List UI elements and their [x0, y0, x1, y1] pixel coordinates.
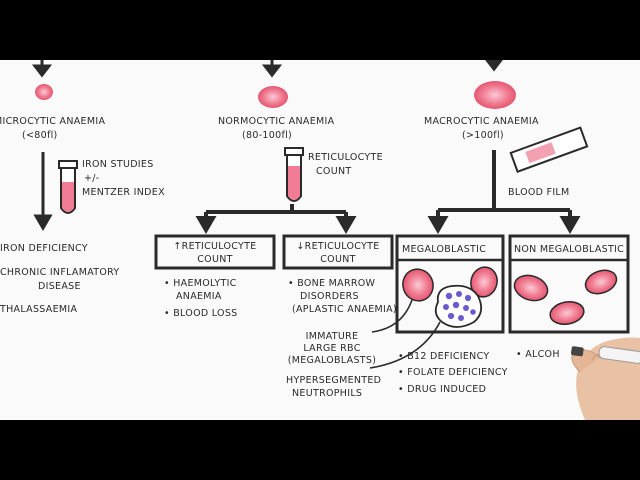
test-tube-micro — [58, 160, 78, 214]
macrocyte-cell-1 — [513, 274, 549, 302]
micro-cause-3: THALASSAEMIA — [0, 304, 78, 315]
rbc-large — [474, 81, 516, 109]
box-low-reticulocyte — [282, 234, 394, 270]
low-cause-1: • BONE MARROW — [288, 278, 376, 289]
letterbox-top — [0, 0, 640, 60]
annotation-megaloblast-2: LARGE RBC — [303, 343, 361, 354]
normo-title: NORMOCYTIC ANAEMIA — [218, 116, 335, 127]
arrow-down-macro — [485, 60, 503, 72]
high-cause-2: • BLOOD LOSS — [164, 308, 238, 319]
hypersegmented-neutrophil — [434, 284, 483, 328]
box-high-reticulocyte — [154, 234, 276, 270]
micro-title: MICROCYTIC ANAEMIA — [0, 116, 106, 127]
box-high-label-2: COUNT — [197, 254, 233, 265]
macrocyte-cell-2 — [584, 269, 618, 295]
low-cause-1c: (APLASTIC ANAEMIA) — [292, 304, 397, 315]
macro-test: BLOOD FILM — [508, 187, 570, 198]
rbc-normal — [258, 86, 288, 108]
macro-size: (>100fl) — [462, 130, 504, 141]
normo-size: (80-100fl) — [242, 130, 293, 141]
annotation-megaloblast-1: IMMATURE — [305, 331, 359, 342]
whiteboard: MICROCYTIC ANAEMIA (<80fl) IRON STUDIES … — [0, 60, 640, 420]
presenter-hand — [571, 337, 640, 420]
micro-test-1: IRON STUDIES — [82, 159, 154, 170]
arrow-down-micro — [31, 60, 53, 78]
box-megaloblastic — [395, 234, 505, 334]
nonmega-cause-1: • ALCOH — [516, 349, 560, 360]
high-cause-1b: ANAEMIA — [176, 291, 222, 302]
micro-cause-2b: DISEASE — [38, 281, 81, 292]
box-non-megaloblastic-label: NON MEGALOBLASTIC — [514, 244, 625, 255]
macro-title: MACROCYTIC ANAEMIA — [424, 116, 539, 127]
box-low-label-2: COUNT — [320, 254, 356, 265]
macrocyte-cell-3 — [549, 301, 585, 325]
box-megaloblastic-label: MEGALOBLASTIC — [402, 244, 487, 255]
arrow-down-normo — [261, 60, 283, 78]
mega-cause-1: • B12 DEFICIENCY — [398, 351, 490, 362]
micro-test-3: MENTZER INDEX — [82, 187, 165, 198]
normo-test-2: COUNT — [316, 166, 352, 177]
mega-cause-3: • DRUG INDUCED — [398, 384, 487, 395]
rbc-small — [35, 84, 53, 100]
branch-normo — [195, 204, 357, 234]
diagram-drawing — [31, 60, 640, 420]
annotation-neutrophil-1: HYPERSEGMENTED — [286, 375, 382, 386]
annotation-line-megaloblast — [371, 299, 413, 333]
annotation-line-neutrophil — [369, 321, 441, 369]
blood-film-slide — [509, 126, 589, 173]
arrow-micro-causes — [33, 152, 53, 231]
megaloblast-cell-2 — [470, 266, 498, 298]
megaloblast-cell-1 — [402, 268, 434, 302]
box-high-label-1: ↑RETICULOCYTE — [173, 241, 257, 252]
box-low-label-1: ↓RETICULOCYTE — [296, 241, 380, 252]
micro-test-2: +/- — [84, 173, 100, 184]
branch-macro — [427, 150, 581, 234]
annotation-megaloblast-3: (MEGALOBLASTS) — [287, 355, 377, 366]
micro-size: (<80fl) — [22, 130, 58, 141]
low-cause-1b: DISORDERS — [300, 291, 359, 302]
micro-cause-1: IRON DEFICIENCY — [0, 243, 88, 254]
annotation-neutrophil-2: NEUTROPHILS — [292, 388, 363, 399]
letterbox-bottom — [0, 420, 640, 480]
high-cause-1: • HAEMOLYTIC — [164, 278, 237, 289]
normo-test-1: RETICULOCYTE — [308, 152, 383, 163]
test-tube-normo — [284, 147, 304, 202]
box-non-megaloblastic — [508, 234, 630, 334]
micro-cause-2: CHRONIC INFLAMATORY — [0, 267, 120, 278]
mega-cause-2: • FOLATE DEFICIENCY — [398, 367, 508, 378]
